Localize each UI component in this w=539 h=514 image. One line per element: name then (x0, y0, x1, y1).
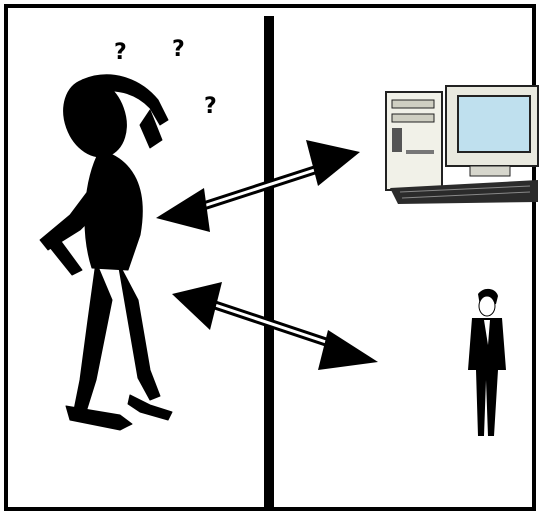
question-mark-3: ? (204, 94, 217, 119)
question-mark-2: ? (172, 37, 185, 62)
arrow-to-computer (156, 140, 360, 232)
confused-person-figure (40, 70, 172, 430)
question-mark-1: ? (114, 40, 127, 65)
divider-wall (264, 16, 274, 508)
computer-icon (386, 86, 538, 204)
person-in-suit-icon (468, 289, 506, 436)
arrow-to-person (172, 282, 378, 370)
